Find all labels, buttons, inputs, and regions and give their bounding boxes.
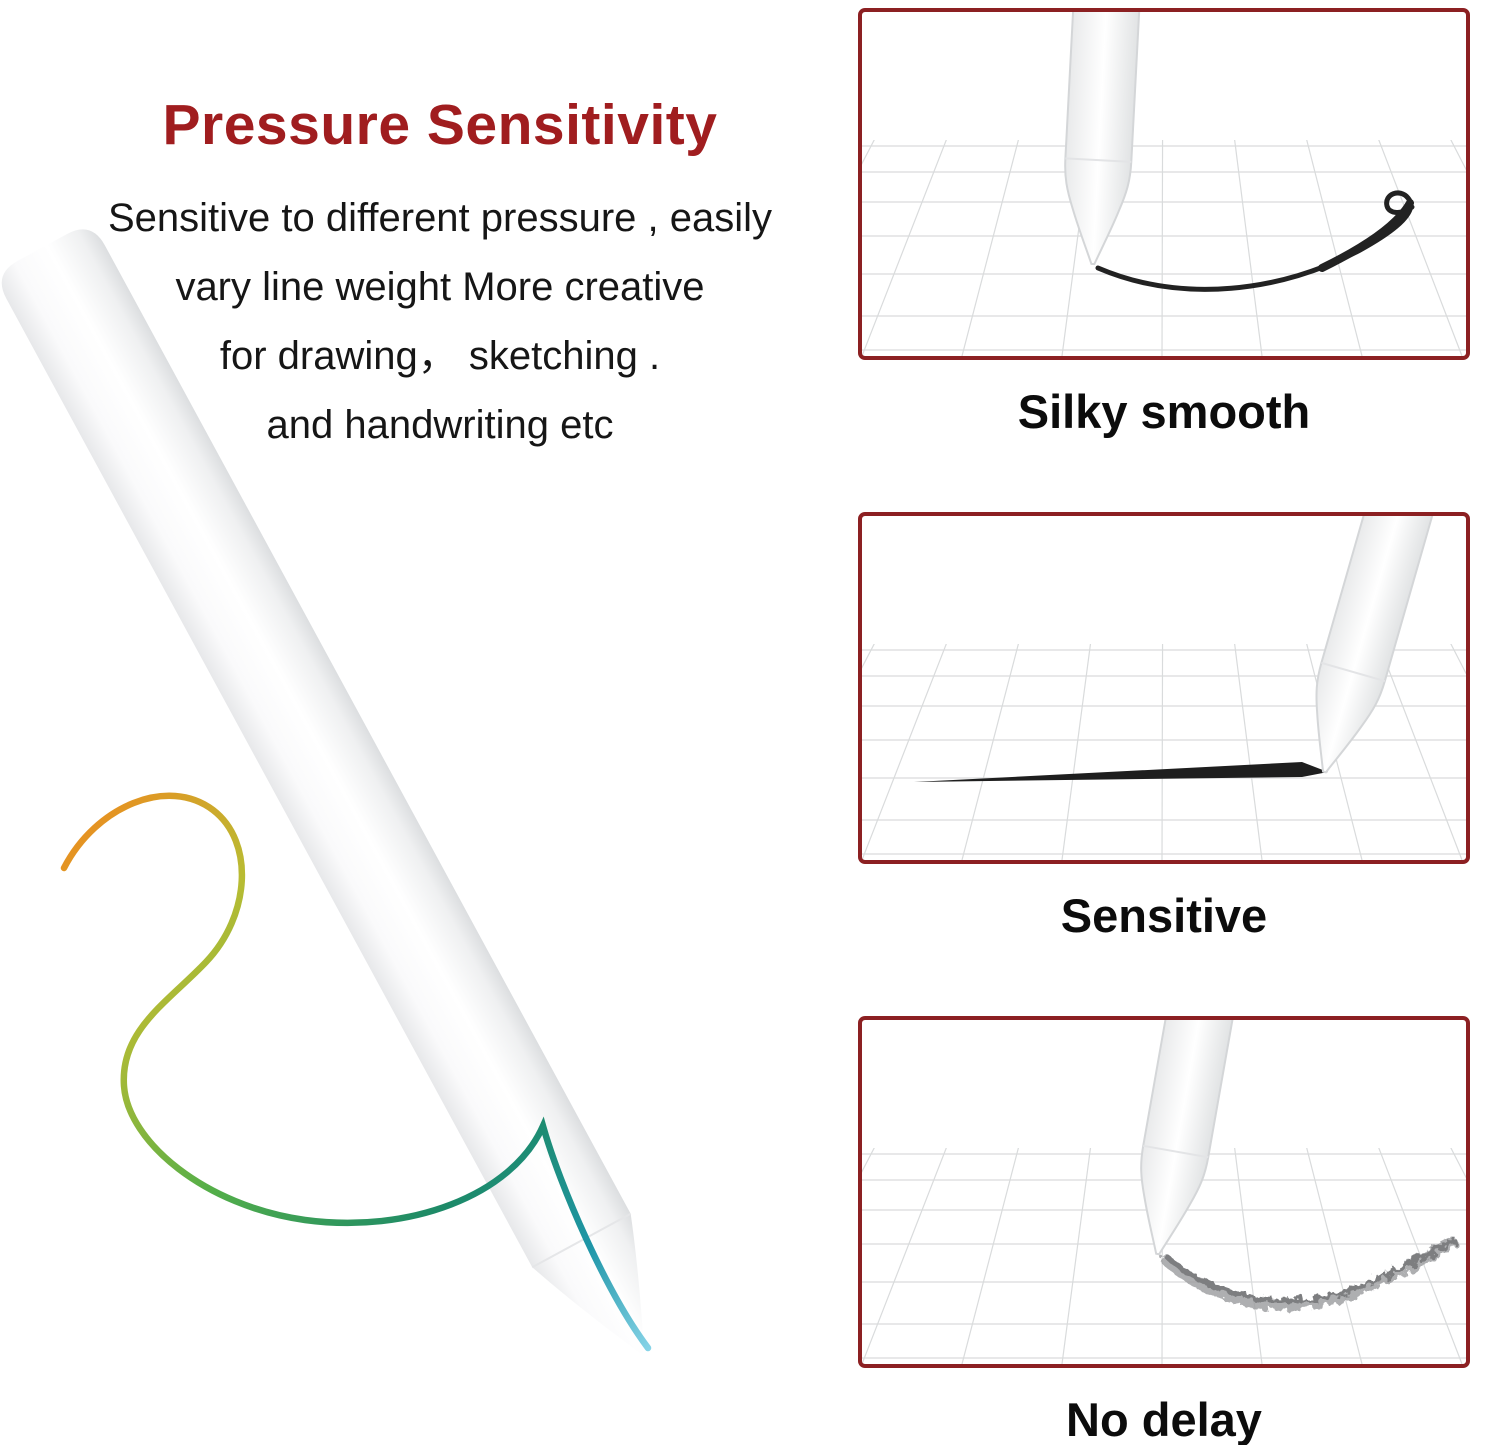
description-line: Sensitive to different pressure , easily xyxy=(107,196,773,240)
section-title: Pressure Sensitivity xyxy=(162,93,718,157)
pen-tip xyxy=(1064,12,1143,266)
section-description: Sensitive to different pressure , easily… xyxy=(20,184,860,460)
sketchy-stroke xyxy=(1160,1236,1458,1311)
panel-frame xyxy=(858,512,1470,864)
pen-tip xyxy=(1140,1020,1244,1256)
smooth-stroke-illustration xyxy=(862,12,1466,356)
tapered-stroke-illustration xyxy=(862,516,1466,860)
left-text-block: Pressure Sensitivity Sensitive to differ… xyxy=(20,92,860,460)
description-line: vary line weight More creative xyxy=(175,265,705,309)
smooth-stroke xyxy=(1095,190,1415,292)
description-line: for drawing， sketching . xyxy=(219,334,661,378)
perspective-grid xyxy=(862,140,1466,356)
pen-tip xyxy=(1315,516,1447,774)
description-line: and handwriting etc xyxy=(266,403,614,447)
tapered-stroke xyxy=(914,762,1328,782)
feature-panel-no-delay: No delay xyxy=(858,1016,1470,1445)
sketchy-stroke-illustration xyxy=(862,1020,1466,1364)
panel-caption: Sensitive xyxy=(1060,889,1268,942)
color-swirl-line xyxy=(60,792,652,1352)
panel-caption: No delay xyxy=(1066,1393,1262,1445)
feature-panel-silky-smooth: Silky smooth xyxy=(858,8,1470,439)
feature-panel-sensitive: Sensitive xyxy=(858,512,1470,943)
perspective-grid xyxy=(862,1148,1466,1364)
panel-caption: Silky smooth xyxy=(1017,385,1311,438)
panel-frame xyxy=(858,8,1470,360)
panel-frame xyxy=(858,1016,1470,1368)
